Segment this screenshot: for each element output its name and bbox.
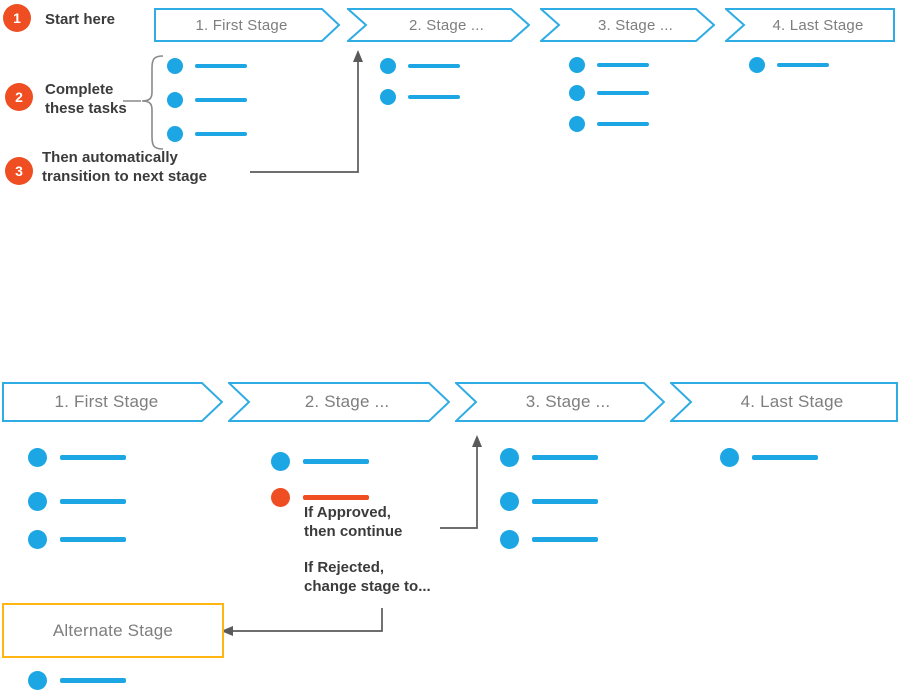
task-bullet-icon <box>167 92 183 108</box>
task-bullet-icon <box>28 448 47 467</box>
rejected-alternate-arrow <box>221 608 383 636</box>
task-bullet-icon <box>167 126 183 142</box>
task-bullet-icon <box>569 116 585 132</box>
task-line <box>60 499 126 504</box>
task-item <box>380 58 460 74</box>
task-item <box>500 530 598 549</box>
stage-label: 2. Stage ... <box>304 392 390 411</box>
task-bullet-icon <box>380 89 396 105</box>
task-line <box>408 64 460 68</box>
chevron-shape <box>455 382 665 422</box>
task-bullet-icon <box>271 452 290 471</box>
task-item <box>569 116 649 132</box>
stage-label: 3. Stage ... <box>525 392 611 411</box>
task-item <box>500 448 598 467</box>
task-bullet-icon <box>500 530 519 549</box>
bottom-stage-chevron-1: 1. First Stage <box>2 382 223 422</box>
task-item <box>28 492 126 511</box>
stage-label: 4. Last Stage <box>772 16 864 34</box>
task-item <box>500 492 598 511</box>
task-item <box>167 126 247 142</box>
stage-label: 2. Stage ... <box>409 16 484 34</box>
top-stage-chevron-2: 2. Stage ... <box>347 8 530 42</box>
task-bullet-icon <box>749 57 765 73</box>
chevron-shape <box>154 8 341 42</box>
task-bullet-icon <box>28 530 47 549</box>
task-line <box>777 63 829 67</box>
task-item <box>167 58 247 74</box>
task-line <box>60 455 126 460</box>
alternate-stage-label: Alternate Stage <box>52 620 174 640</box>
task-item <box>28 530 126 549</box>
chevron-shape <box>228 382 450 422</box>
task-line <box>752 455 818 460</box>
top-stage-chevron-3: 3. Stage ... <box>540 8 715 42</box>
task-line <box>597 91 649 95</box>
task-item <box>380 89 460 105</box>
chevron-shape <box>670 382 898 422</box>
task-bullet-icon <box>569 85 585 101</box>
task-item <box>28 448 126 467</box>
task-line <box>303 459 369 464</box>
stage-label: 4. Last Stage <box>740 392 844 411</box>
task-line <box>408 95 460 99</box>
task-item <box>28 671 126 690</box>
task-item <box>167 92 247 108</box>
task-bullet-icon <box>569 57 585 73</box>
chevron-shape <box>725 8 895 42</box>
step-2-number: 2 <box>15 89 23 105</box>
step-3-number: 3 <box>15 163 23 179</box>
approved-continue-arrow <box>440 435 482 529</box>
approved-note: If Approved, then continue <box>304 504 403 540</box>
task-bullet-icon <box>167 58 183 74</box>
alternate-stage-box: Alternate Stage <box>2 603 224 658</box>
task-line <box>597 63 649 67</box>
task-line <box>532 537 598 542</box>
task-bullet-icon <box>500 448 519 467</box>
task-bullet-icon <box>28 492 47 511</box>
task-line <box>303 495 369 500</box>
task-bullet-icon <box>380 58 396 74</box>
step-2-badge: 2 <box>5 83 33 111</box>
bottom-stage-chevron-3: 3. Stage ... <box>455 382 665 422</box>
task-item <box>569 57 649 73</box>
step-1-label: Start here <box>45 11 116 28</box>
tasks-brace <box>123 55 164 150</box>
step-3-badge: 3 <box>5 157 33 185</box>
stage-label: 1. First Stage <box>195 16 288 34</box>
task-line <box>597 122 649 126</box>
step-3-label: Then automatically transition to next st… <box>42 149 208 185</box>
step-1-badge: 1 <box>3 4 31 32</box>
task-item <box>271 452 369 471</box>
task-item <box>720 448 818 467</box>
stage-label: 1. First Stage <box>54 392 159 411</box>
task-bullet-icon <box>720 448 739 467</box>
chevron-shape <box>2 382 223 422</box>
bottom-stage-chevron-4: 4. Last Stage <box>670 382 898 422</box>
task-line <box>195 98 247 102</box>
chevron-shape <box>347 8 530 42</box>
top-stage-chevron-1: 1. First Stage <box>154 8 341 42</box>
auto-transition-arrow <box>250 50 363 173</box>
step-1-number: 1 <box>13 10 21 26</box>
step-2-label: Complete these tasks <box>45 81 127 117</box>
task-bullet-icon <box>500 492 519 511</box>
rejected-note: If Rejected, change stage to... <box>304 559 431 595</box>
task-item <box>569 85 649 101</box>
chevron-shape <box>540 8 715 42</box>
task-line <box>532 455 598 460</box>
task-line <box>195 132 247 136</box>
task-bullet-icon <box>28 671 47 690</box>
task-line <box>60 537 126 542</box>
task-item <box>749 57 829 73</box>
approval-task-item <box>271 488 369 507</box>
task-line <box>195 64 247 68</box>
task-bullet-icon <box>271 488 290 507</box>
stage-label: 3. Stage ... <box>598 16 673 34</box>
task-line <box>532 499 598 504</box>
task-line <box>60 678 126 683</box>
bottom-stage-chevron-2: 2. Stage ... <box>228 382 450 422</box>
top-stage-chevron-4: 4. Last Stage <box>725 8 895 42</box>
